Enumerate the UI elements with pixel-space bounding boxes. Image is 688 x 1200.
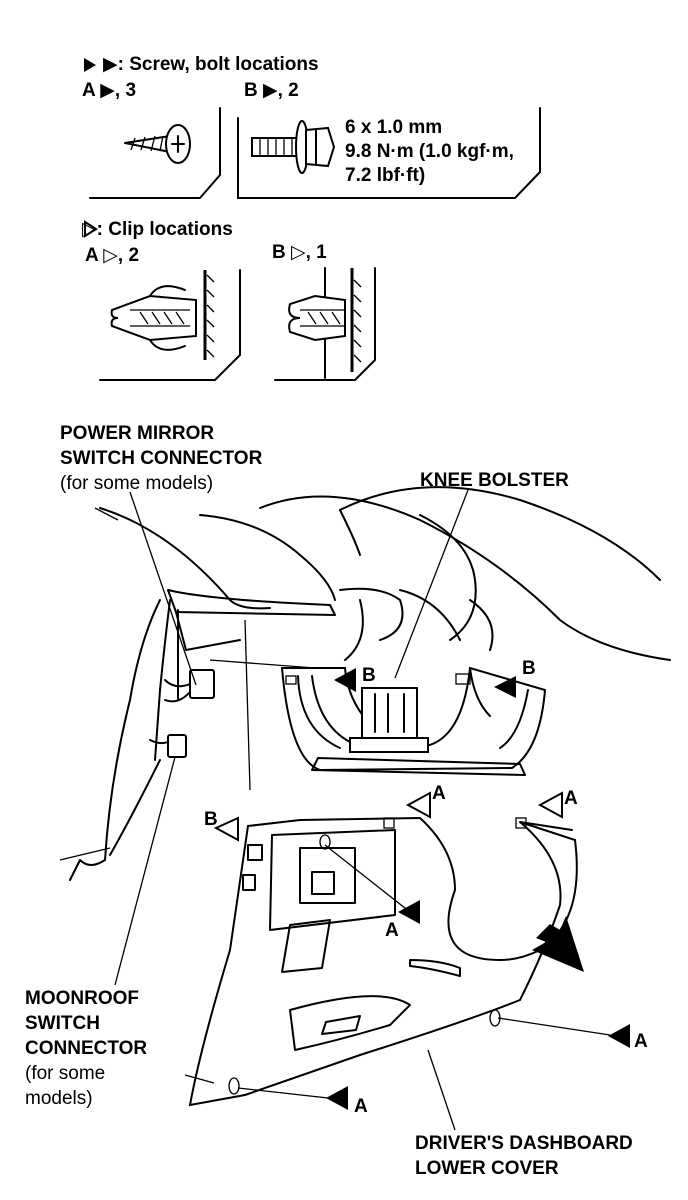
clip-marker-a2 [537, 791, 563, 819]
moonroof-label-1: MOONROOF [25, 988, 139, 1009]
marker-a-label-2: A [564, 788, 578, 809]
open-triangle-icon [84, 220, 98, 238]
tapping-screw-icon [124, 124, 191, 164]
clip-marker-a1 [405, 791, 431, 819]
lower-cover-label-2: LOWER COVER [415, 1158, 559, 1179]
clip-b-panel [274, 267, 376, 381]
marker-a-label-5: A [354, 1096, 368, 1117]
marker-a-label-1: A [432, 783, 446, 804]
bolt-b-panel [237, 107, 541, 199]
bolt-torque: 9.8 N·m (1.0 kgf·m, [345, 141, 514, 162]
flange-bolt-icon [251, 120, 336, 174]
dashboard-body [69, 486, 671, 881]
marker-a-label-3: A [385, 920, 399, 941]
screw-marker-a1 [398, 900, 420, 924]
screw-marker-b2 [494, 676, 516, 698]
removal-direction-arrow [532, 916, 584, 972]
power-mirror-note: (for some models) [60, 473, 214, 494]
screw-markers [326, 668, 630, 1110]
bolt-torque-imperial: 7.2 lbf·ft) [345, 165, 426, 186]
screw-legend-title: ▶: Screw, bolt locations [103, 54, 319, 75]
moonroof-note-1: (for some [25, 1063, 106, 1084]
knee-bolster-label: KNEE BOLSTER [420, 470, 569, 491]
screw-a-count: A ▶, 3 [82, 80, 137, 101]
bolt-size: 6 x 1.0 mm [345, 117, 443, 138]
lower-cover-label-1: DRIVER'S DASHBOARD [415, 1133, 633, 1154]
knee-bolster-part [280, 666, 547, 776]
leader-lines [59, 489, 611, 1131]
filled-triangle-icon [84, 58, 96, 72]
clip-legend-title: ▷: Clip locations [82, 219, 233, 240]
marker-b-label-1: B [362, 665, 376, 686]
lower-cover-part [188, 816, 578, 1107]
screw-a-panel [89, 107, 221, 199]
moonroof-label-2: SWITCH [25, 1013, 100, 1034]
power-mirror-label-1: POWER MIRROR [60, 423, 215, 444]
marker-b-label-3: B [204, 809, 218, 830]
clip-markers [213, 791, 563, 842]
clip-b-count: B ▷, 1 [272, 242, 327, 263]
screw-marker-b1 [334, 668, 356, 692]
marker-a-label-4: A [634, 1031, 648, 1052]
screw-marker-a3 [326, 1086, 348, 1110]
moonroof-connector [149, 734, 187, 758]
clip-a-count: A ▷, 2 [85, 245, 140, 266]
moonroof-note-2: models) [25, 1088, 93, 1109]
moonroof-label-3: CONNECTOR [25, 1038, 148, 1059]
bolt-b-count: B ▶, 2 [244, 80, 299, 101]
screw-marker-a2 [608, 1024, 630, 1048]
clip-marker-b [213, 816, 239, 842]
marker-b-label-2: B [522, 658, 536, 679]
power-mirror-label-2: SWITCH CONNECTOR [60, 448, 263, 469]
power-mirror-connector [164, 669, 215, 703]
clip-a-panel [99, 269, 241, 381]
